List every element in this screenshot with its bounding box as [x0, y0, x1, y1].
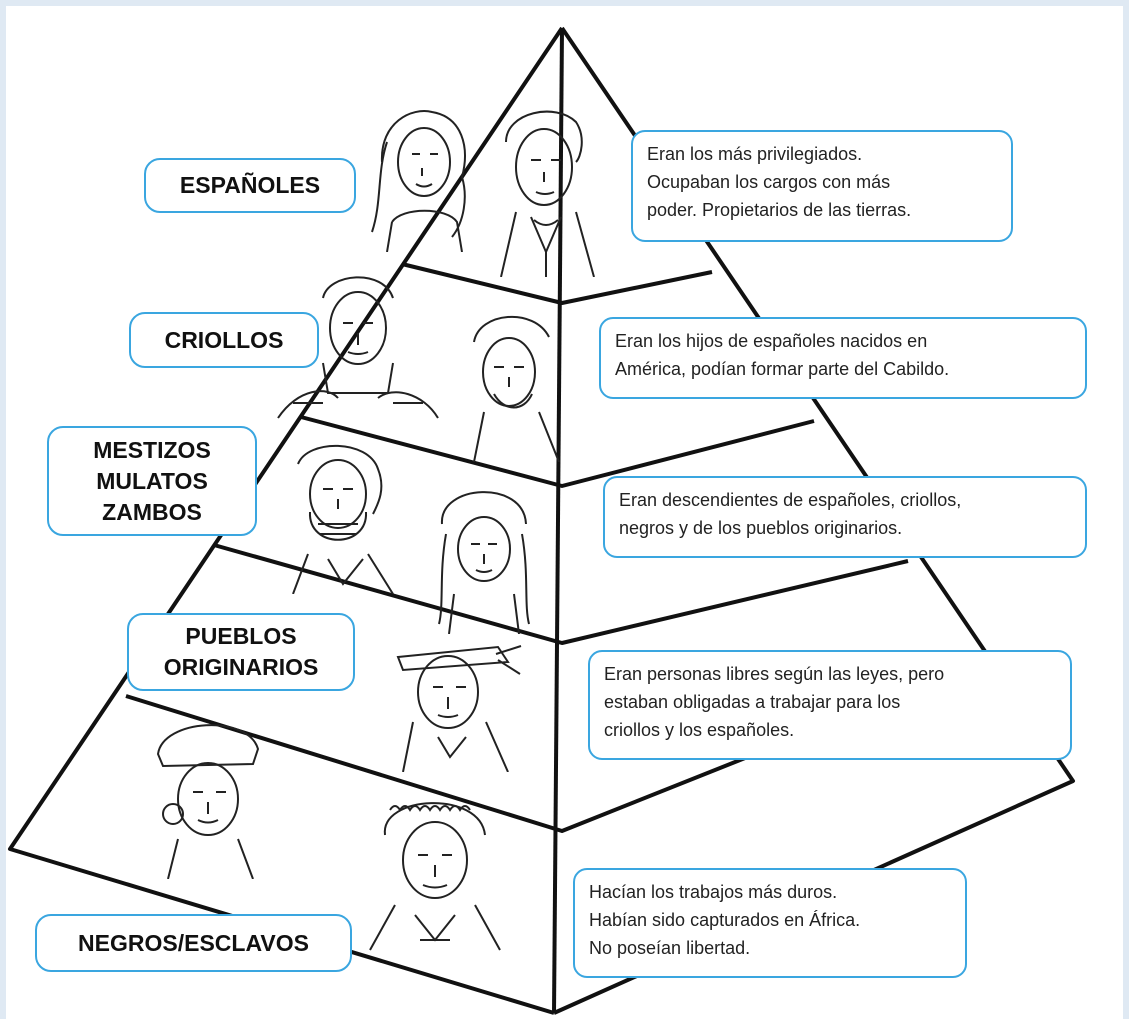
desc-mestizos-line-2: negros y de los pueblos originarios. [619, 518, 903, 538]
desc-mestizos: Eran descendientes de españoles, criollo… [603, 476, 1087, 558]
label-espanoles-line: ESPAÑOLES [179, 172, 321, 198]
desc-espanoles-line-3: poder. Propietarios de las tierras. [647, 200, 912, 220]
label-mestizos-line-2: MULATOS [96, 467, 208, 494]
portrait-mestizo-man [292, 444, 394, 594]
level-line-1 [401, 262, 713, 305]
desc-criollos-line-1: Eran los hijos de españoles nacidos en [615, 331, 928, 351]
portrait-criollo-officer [277, 276, 439, 419]
label-criollos: CRIOLLOS [129, 312, 319, 368]
label-criollos-line: CRIOLLOS [164, 326, 284, 353]
desc-negros: Hacían los trabajos más duros. Habían si… [573, 868, 967, 978]
desc-negros-line-3: No poseían libertad. [589, 938, 751, 958]
desc-espanoles: Eran los más privilegiados. Ocupaban los… [631, 130, 1013, 242]
level-line-2 [300, 415, 815, 488]
desc-pueblos-line-2: estaban obligadas a trabajar para los [604, 692, 901, 712]
label-mestizos: MESTIZOS MULATOS ZAMBOS [47, 426, 257, 536]
desc-criollos: Eran los hijos de españoles nacidos en A… [599, 317, 1087, 399]
desc-criollos-line-2: América, podían formar parte del Cabildo… [615, 359, 950, 379]
portrait-criollo-elder [473, 315, 560, 462]
label-mestizos-line-1: MESTIZOS [93, 436, 211, 463]
label-pueblos-line-1: PUEBLOS [185, 623, 297, 649]
portrait-mestiza-woman [438, 491, 530, 634]
desc-pueblos: Eran personas libres según las leyes, pe… [588, 650, 1072, 760]
portrait-enslaved-woman [156, 724, 260, 879]
desc-negros-line-2: Habían sido capturados en África. [589, 910, 861, 930]
desc-negros-line-1: Hacían los trabajos más duros. [589, 882, 838, 902]
social-pyramid [8, 26, 1075, 1015]
label-mestizos-line-3: ZAMBOS [102, 498, 202, 525]
level-line-3 [213, 543, 909, 645]
desc-pueblos-line-1: Eran personas libres según las leyes, pe… [604, 664, 945, 684]
label-pueblos-line-2: ORIGINARIOS [163, 654, 319, 680]
portrait-indigenous-man [396, 645, 522, 772]
desc-mestizos-line-1: Eran descendientes de españoles, criollo… [619, 490, 962, 510]
portrait-enslaved-man [369, 802, 501, 951]
portrait-espanol-man [500, 110, 595, 277]
desc-espanoles-line-1: Eran los más privilegiados. [647, 144, 863, 164]
portrait-espanola-woman [371, 110, 466, 252]
label-espanoles: ESPAÑOLES [144, 158, 356, 213]
desc-pueblos-line-3: criollos y los españoles. [604, 720, 795, 740]
label-negros-esclavos: NEGROS/ESCLAVOS [35, 914, 352, 972]
pyramid-ridge [552, 27, 564, 1014]
label-pueblos-originarios: PUEBLOS ORIGINARIOS [127, 613, 355, 691]
diagram-canvas: ESPAÑOLES CRIOLLOS MESTIZOS MULATOS ZAMB… [6, 6, 1123, 1019]
label-negros-line: NEGROS/ESCLAVOS [78, 929, 309, 956]
desc-espanoles-line-2: Ocupaban los cargos con más [647, 172, 891, 192]
